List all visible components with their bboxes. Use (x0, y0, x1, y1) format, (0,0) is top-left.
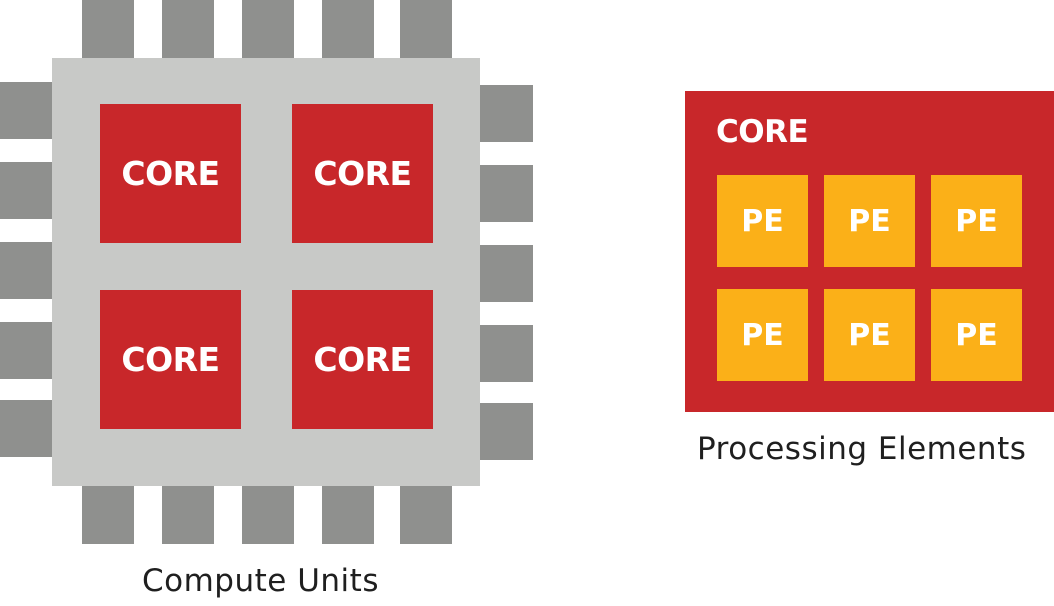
chip-pin-left-4 (0, 322, 53, 379)
chip-pin-right-5 (480, 403, 533, 460)
chip-pin-top-1 (82, 0, 134, 58)
chip-pin-right-1 (480, 85, 533, 142)
pe-block-1: PE (717, 175, 808, 267)
core-block-1: CORE (100, 104, 241, 243)
chip-pin-bottom-3 (242, 486, 294, 544)
pe-block-6: PE (931, 289, 1022, 381)
pe-block-4: PE (717, 289, 808, 381)
pe-block-5: PE (824, 289, 915, 381)
core-container-label: CORE (716, 114, 809, 150)
chip-pin-bottom-2 (162, 486, 214, 544)
pe-block-3: PE (931, 175, 1022, 267)
chip-pin-top-5 (400, 0, 452, 58)
chip-pin-bottom-5 (400, 486, 452, 544)
chip-pin-left-3 (0, 242, 53, 299)
chip-pin-left-1 (0, 82, 53, 139)
chip-pin-left-2 (0, 162, 53, 219)
chip-pin-right-2 (480, 165, 533, 222)
processing-elements-caption: Processing Elements (697, 431, 1027, 467)
pe-block-2: PE (824, 175, 915, 267)
chip-pin-top-4 (322, 0, 374, 58)
chip-pin-top-3 (242, 0, 294, 58)
core-block-2: CORE (292, 104, 433, 243)
compute-units-caption: Compute Units (142, 563, 379, 599)
chip-pin-left-5 (0, 400, 53, 457)
core-block-3: CORE (100, 290, 241, 429)
chip-pin-right-4 (480, 325, 533, 382)
chip-pin-bottom-1 (82, 486, 134, 544)
chip-pin-bottom-4 (322, 486, 374, 544)
chip-pin-top-2 (162, 0, 214, 58)
chip-pin-right-3 (480, 245, 533, 302)
core-block-4: CORE (292, 290, 433, 429)
